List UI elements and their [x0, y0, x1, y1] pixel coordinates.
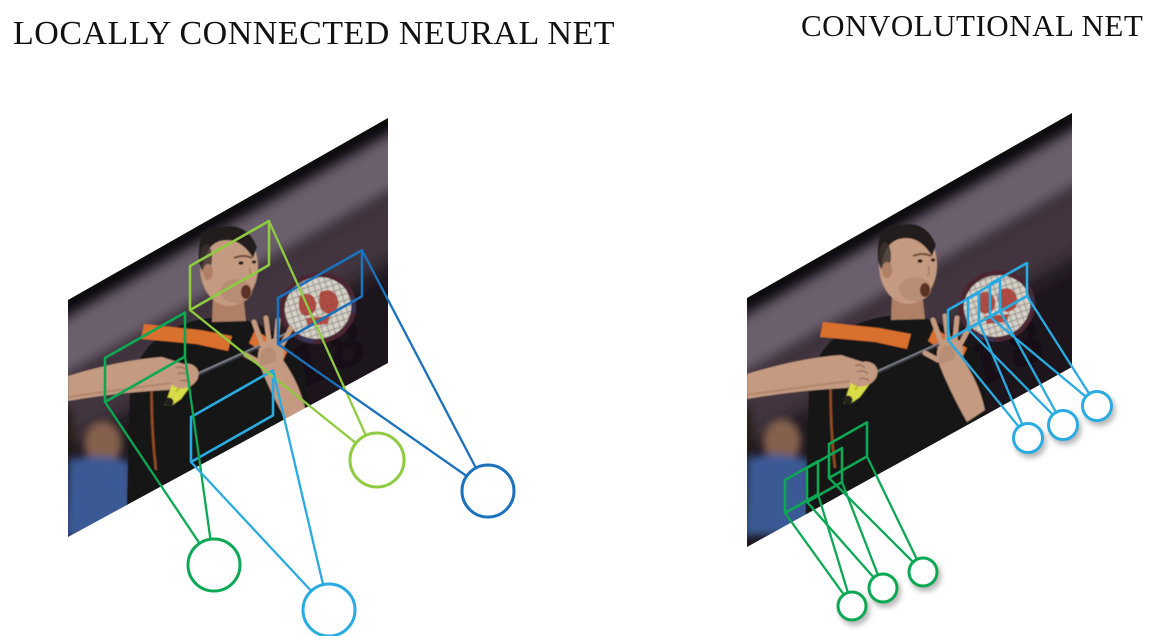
- connection-line: [840, 481, 885, 589]
- connection-line: [977, 321, 1030, 439]
- neuron-circle-left-4: [460, 463, 516, 519]
- locally-connected-neural-net: [0, 0, 516, 636]
- connection-line: [267, 220, 379, 461]
- neuron-circle-right-2: [867, 572, 899, 604]
- connection-line: [816, 493, 854, 607]
- connection-line: [828, 477, 924, 573]
- connection-line: [947, 339, 1029, 439]
- connection-line: [271, 370, 331, 611]
- body-field: [189, 369, 275, 464]
- neuron-circle-right-5: [1047, 409, 1079, 441]
- connection-line: [865, 455, 925, 573]
- connection-line: [189, 309, 378, 461]
- convolutional-net: [559, 0, 1165, 636]
- connection-line: [989, 316, 1098, 407]
- neuron-circle-left-1: [186, 537, 242, 593]
- connection-line: [360, 249, 490, 492]
- left-panel-title: LOCALLY CONNECTED NEURAL NET: [13, 15, 616, 52]
- connection-line: [277, 343, 489, 492]
- connection-line: [190, 461, 330, 611]
- head-field: [188, 219, 271, 312]
- connection-line: [806, 501, 884, 589]
- connection-line: [104, 401, 215, 566]
- neuron-circle-left-3: [301, 582, 357, 636]
- neuron-circle-right-4: [1012, 422, 1044, 454]
- connection-line: [1026, 295, 1098, 407]
- neuron-circle-right-3: [907, 556, 939, 588]
- racket-field: [276, 248, 364, 346]
- connection-line: [998, 310, 1065, 426]
- sheared-photo: [559, 0, 1165, 636]
- neuron-circle-right-1: [836, 590, 868, 622]
- connection-line: [967, 328, 1064, 426]
- neuron-circle-right-6: [1081, 390, 1113, 422]
- connection-line: [183, 356, 216, 566]
- neuron-circle-left-2: [348, 431, 406, 489]
- right-panel-title: CONVOLUTIONAL NET: [801, 8, 1144, 43]
- connection-line: [784, 512, 853, 607]
